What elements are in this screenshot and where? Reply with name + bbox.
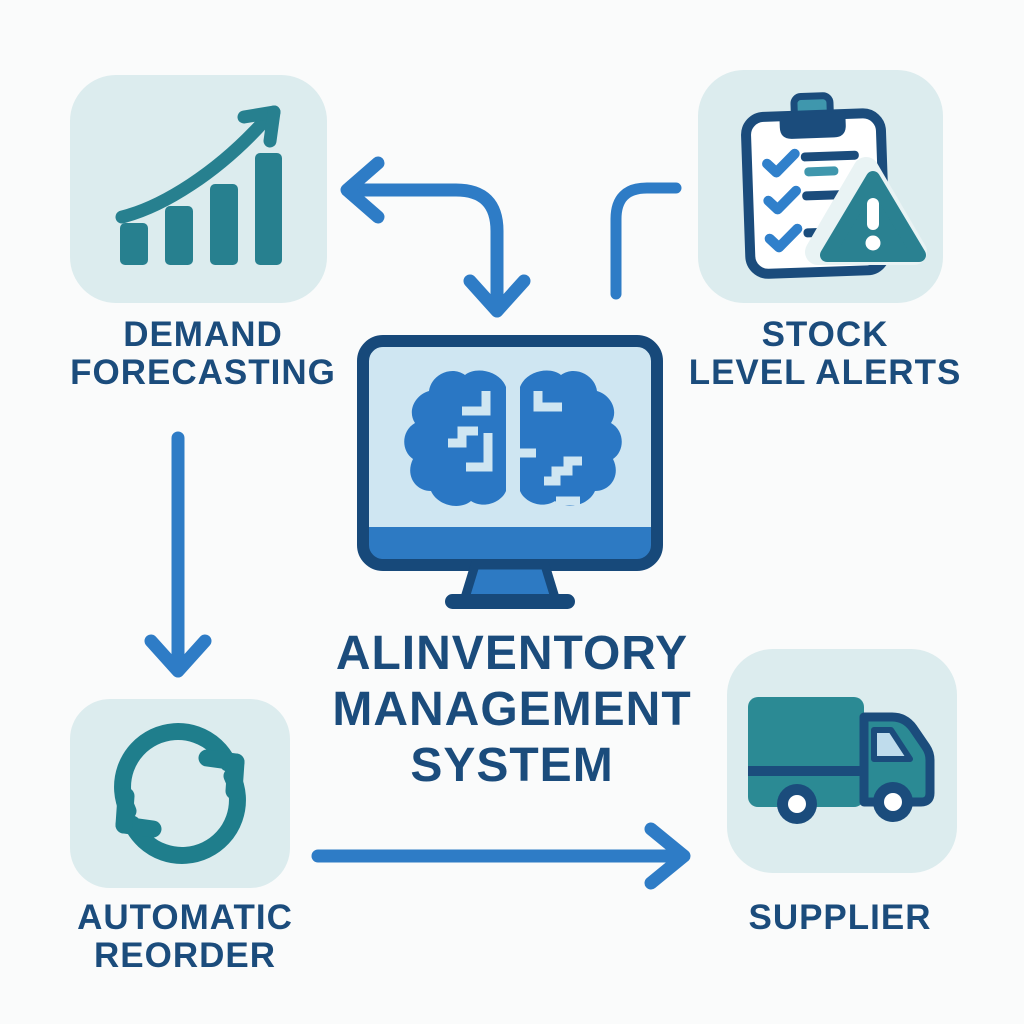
title-line: SYSTEM bbox=[410, 739, 614, 792]
node-stock-level-alerts bbox=[698, 70, 943, 303]
label-line: FORECASTING bbox=[70, 353, 336, 392]
growth-chart-icon bbox=[115, 105, 282, 265]
refresh-icon bbox=[114, 723, 246, 864]
label-line: AUTOMATIC bbox=[77, 898, 293, 937]
page-title: ALINVENTORY MANAGEMENT SYSTEM bbox=[312, 626, 712, 794]
title-line: MANAGEMENT bbox=[332, 683, 692, 736]
node-label-demand-forecasting: DEMAND FORECASTING bbox=[38, 316, 368, 392]
node-automatic-reorder bbox=[70, 699, 290, 888]
node-supplier bbox=[727, 649, 957, 873]
node-label-supplier: SUPPLIER bbox=[675, 899, 1005, 937]
ai-brain-monitor-icon bbox=[357, 335, 663, 609]
label-line: LEVEL ALERTS bbox=[688, 353, 962, 392]
truck-icon bbox=[748, 697, 935, 824]
arrow-junction-to-forecasting-and-system bbox=[340, 156, 531, 318]
label-line: SUPPLIER bbox=[748, 898, 932, 937]
label-line: DEMAND bbox=[123, 315, 283, 354]
node-label-automatic-reorder: AUTOMATIC REORDER bbox=[20, 899, 350, 975]
node-label-stock-level-alerts: STOCK LEVEL ALERTS bbox=[660, 316, 990, 392]
arrow-reorder-to-supplier bbox=[311, 822, 691, 890]
label-line: STOCK bbox=[761, 315, 889, 354]
node-demand-forecasting bbox=[70, 75, 327, 303]
arrow-forecasting-to-reorder bbox=[144, 431, 212, 678]
label-line: REORDER bbox=[93, 936, 277, 975]
checklist-alert-icon bbox=[741, 92, 927, 279]
connector-alerts-elbow bbox=[610, 182, 682, 300]
title-line: ALINVENTORY bbox=[335, 627, 689, 680]
